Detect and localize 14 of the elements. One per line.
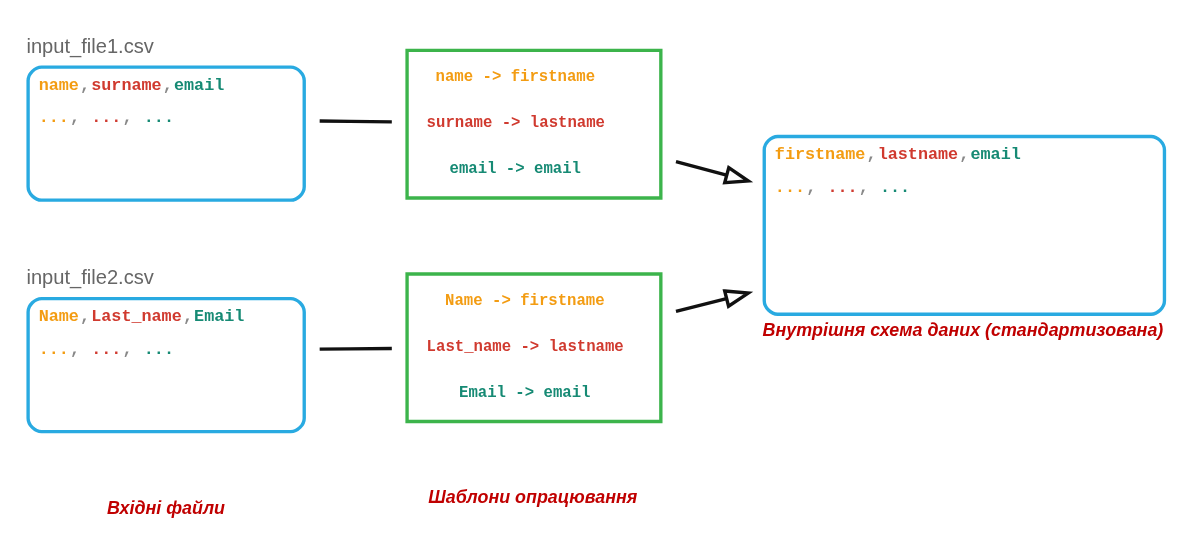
connector: [319, 118, 392, 124]
node-box: name,surname,email ..., ..., ...: [26, 65, 306, 202]
node-label: Внутрішня схема даних (стандартизована): [762, 319, 1164, 340]
arrow: [675, 159, 754, 185]
node-box: firstname,lastname,email ..., ..., ...: [762, 134, 1167, 316]
label: Шаблони опрацювання: [428, 486, 638, 507]
node-box: name -> firstname surname -> lastname email -> email: [405, 48, 663, 200]
connector: [319, 346, 392, 351]
node-label: input_file1.csv: [26, 34, 154, 57]
node-box: Name -> firstname Last_name -> lastname Email -> email: [405, 271, 663, 423]
arrow: [675, 288, 754, 313]
node-box: Name,Last_name,Email ..., ..., ...: [26, 296, 306, 433]
node-label: input_file2.csv: [26, 265, 154, 288]
label: Вхідні файли: [106, 497, 225, 518]
